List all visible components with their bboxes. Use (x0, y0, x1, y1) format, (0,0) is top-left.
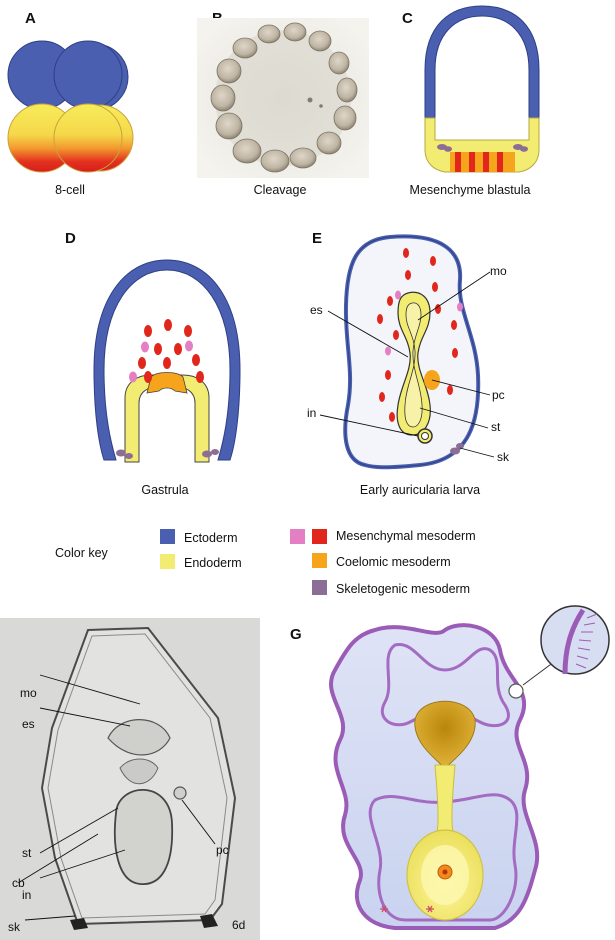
f-label-mo: mo (20, 686, 37, 700)
key-label-mesenchymal: Mesenchymal mesoderm (336, 529, 476, 543)
swatch-mesenchymal-red (312, 529, 327, 544)
panel-b-caption: Cleavage (253, 183, 307, 197)
f-label-sk: sk (8, 920, 20, 934)
early-auricularia-larva (319, 234, 495, 470)
e-label-pc: pc (492, 388, 505, 402)
key-label-skeletogenic: Skeletogenic mesoderm (336, 582, 471, 596)
swatch-mesenchymal-pink (290, 529, 305, 544)
e-label-mo: mo (490, 264, 507, 278)
panel-e-letter: E (312, 230, 323, 247)
eight-cell-embryo (7, 40, 134, 173)
color-key-title: Color key (55, 546, 108, 560)
swatch-skeletogenic (312, 580, 327, 595)
auricularia-illustration (329, 605, 610, 930)
larva-micrograph-6d (0, 618, 260, 940)
swatch-endoderm (160, 554, 175, 569)
f-label-es: es (22, 717, 35, 731)
f-label-st: st (22, 846, 32, 860)
panel-a-caption: 8-cell (55, 183, 85, 197)
e-label-st: st (491, 420, 501, 434)
f-label-pc: pc (216, 843, 229, 857)
panel-d-caption: Gastrula (141, 483, 189, 497)
f-label-in: in (22, 888, 32, 902)
f-label-cb: cb (12, 876, 25, 890)
panel-d-letter: D (65, 230, 76, 247)
gastrula (93, 259, 241, 463)
e-label-sk: sk (497, 450, 509, 464)
cleavage-micrograph (197, 18, 369, 178)
key-label-coelomic: Coelomic mesoderm (336, 555, 451, 569)
panel-e-caption: Early auricularia larva (359, 483, 481, 497)
f-stage-label: 6d (232, 918, 246, 932)
e-label-es: es (310, 303, 323, 317)
swatch-coelomic (312, 553, 327, 568)
panel-c-letter: C (402, 10, 413, 27)
swatch-ectoderm (160, 529, 175, 544)
panel-c-caption: Mesenchyme blastula (409, 183, 531, 197)
panel-g-letter: G (290, 626, 302, 643)
key-label-endoderm: Endoderm (184, 556, 242, 570)
panel-a-letter: A (25, 10, 36, 27)
e-label-in: in (307, 406, 317, 420)
mesenchyme-blastula (424, 5, 540, 173)
key-label-ectoderm: Ectoderm (184, 531, 238, 545)
